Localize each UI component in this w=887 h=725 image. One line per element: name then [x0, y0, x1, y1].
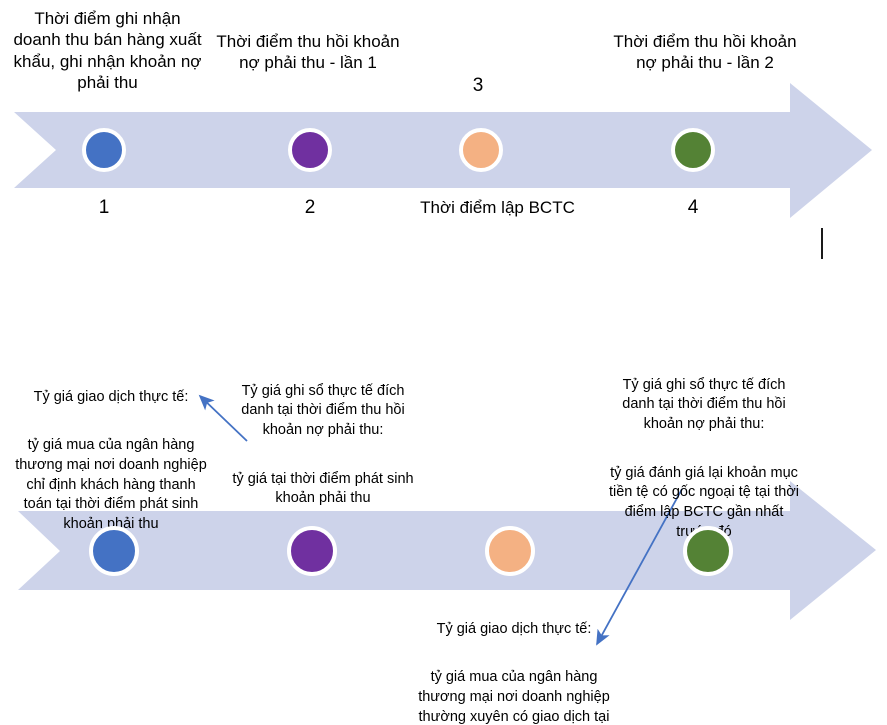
callout-1-text: Tỷ giá giao dịch thực tế: tỷ giá mua của…: [14, 368, 208, 554]
milestone-2-label-above: Thời điểm thu hồi khoản nợ phải thu - lầ…: [216, 32, 400, 73]
milestone-dot-2-bottom: [287, 526, 337, 576]
milestone-4-label-above: Thời điểm thu hồi khoản nợ phải thu - lầ…: [613, 32, 797, 73]
milestone-1-label-above: Thời điểm ghi nhận doanh thu bán hàng xu…: [13, 9, 202, 93]
callout-3-heading: Tỷ giá ghi sổ thực tế đích danh tại thời…: [622, 376, 786, 433]
callout-2-heading: Tỷ giá ghi sổ thực tế đích danh tại thời…: [241, 382, 405, 439]
milestone-2-number-top: 2: [304, 197, 316, 218]
milestone-dot-3-top: [459, 128, 503, 172]
milestone-3-label-below: Thời điểm lập BCTC: [420, 198, 575, 217]
callout-2-body: tỷ giá tại thời điểm phát sinh khoản phả…: [232, 470, 414, 507]
callout-4-heading: Tỷ giá giao dịch thực tế:: [436, 620, 592, 637]
milestone-dot-1-top: [82, 128, 126, 172]
milestone-3-number-top: 3: [472, 75, 484, 96]
text-caret-mark: [821, 228, 823, 259]
milestone-dot-2-top: [288, 128, 332, 172]
milestone-dot-1-bottom: [89, 526, 139, 576]
milestone-1-number-top: 1: [98, 197, 110, 218]
callout-1-heading: Tỷ giá giao dịch thực tế:: [33, 388, 189, 405]
callout-1-body: tỷ giá mua của ngân hàng thương mại nơi …: [15, 437, 207, 533]
callout-2-text: Tỷ giá ghi sổ thực tế đích danh tại thời…: [228, 362, 418, 529]
callout-4-body: tỷ giá mua của ngân hàng thương mại nơi …: [418, 669, 610, 725]
milestone-dot-3-bottom: [485, 526, 535, 576]
milestone-4-number-top: 4: [687, 197, 699, 218]
milestone-dot-4-bottom: [683, 526, 733, 576]
milestone-dot-4-top: [671, 128, 715, 172]
callout-4-text: Tỷ giá giao dịch thực tế: tỷ giá mua của…: [411, 600, 617, 725]
